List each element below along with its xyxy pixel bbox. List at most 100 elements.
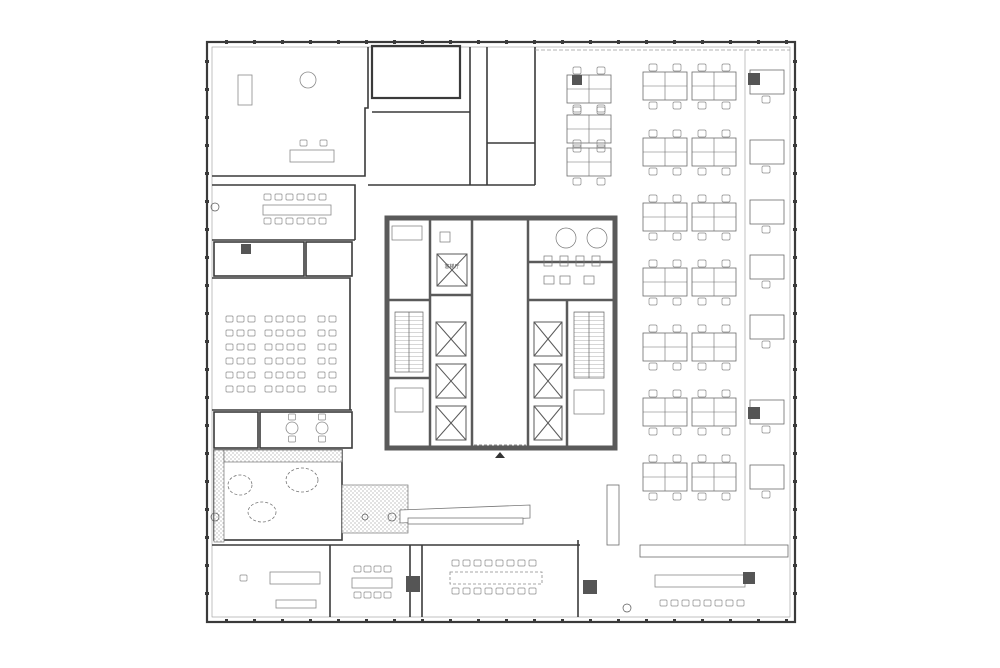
column	[337, 40, 340, 44]
column	[205, 424, 209, 427]
chair	[318, 217, 327, 225]
chair	[328, 371, 337, 379]
central-core: 客梯厅	[384, 215, 618, 458]
workstation-cluster	[566, 139, 612, 186]
column	[793, 172, 797, 175]
column	[757, 619, 760, 623]
chair	[517, 559, 526, 567]
chair	[572, 104, 582, 113]
chair	[761, 340, 771, 349]
chair	[236, 371, 245, 379]
column	[393, 619, 396, 623]
chair	[307, 217, 316, 225]
chair	[296, 193, 305, 201]
chair	[672, 63, 682, 72]
chair	[264, 329, 273, 337]
column	[205, 172, 209, 175]
chair	[297, 385, 306, 393]
chair	[495, 559, 504, 567]
column	[205, 396, 209, 399]
chair	[353, 565, 362, 573]
chair	[328, 343, 337, 351]
column	[205, 116, 209, 119]
workstation-cluster	[566, 66, 612, 113]
chair	[297, 371, 306, 379]
chair	[648, 297, 658, 306]
dark-fixtures	[241, 73, 760, 594]
chair	[648, 389, 658, 398]
chair	[239, 574, 248, 582]
workstation-cluster	[691, 324, 737, 371]
column	[793, 396, 797, 399]
column	[309, 40, 312, 44]
chair	[697, 101, 707, 110]
office-desk	[749, 254, 785, 280]
chair	[275, 315, 284, 323]
chair	[383, 565, 392, 573]
chair	[328, 315, 337, 323]
column	[337, 619, 340, 623]
column	[793, 480, 797, 483]
chair	[247, 371, 256, 379]
column	[205, 284, 209, 287]
chair	[236, 329, 245, 337]
elevator-lobby-label: 客梯厅	[444, 263, 459, 270]
column	[393, 40, 396, 44]
chair	[264, 315, 273, 323]
chair	[672, 427, 682, 436]
chair	[225, 343, 234, 351]
chair	[697, 324, 707, 333]
column	[205, 368, 209, 371]
chair	[225, 371, 234, 379]
chair	[697, 492, 707, 501]
column	[673, 40, 676, 44]
chair	[225, 357, 234, 365]
column	[205, 88, 209, 91]
outer-walls	[205, 40, 797, 624]
column	[505, 40, 508, 44]
chair	[721, 492, 731, 501]
chair	[697, 454, 707, 463]
chair	[672, 297, 682, 306]
chair	[296, 217, 305, 225]
chair	[528, 587, 537, 595]
chair	[648, 63, 658, 72]
chair	[721, 167, 731, 176]
desk	[237, 74, 253, 106]
chair	[648, 167, 658, 176]
chair	[247, 343, 256, 351]
chair	[721, 324, 731, 333]
chair	[363, 591, 372, 599]
column	[205, 564, 209, 567]
chair	[714, 599, 723, 607]
workstation-cluster	[691, 194, 737, 241]
perimeter-columns	[205, 40, 797, 623]
chair	[697, 194, 707, 203]
chair	[328, 385, 337, 393]
chair	[736, 599, 745, 607]
chair	[648, 454, 658, 463]
chair	[672, 101, 682, 110]
column	[309, 619, 312, 623]
chair	[692, 599, 701, 607]
chair	[264, 357, 273, 365]
chair	[572, 144, 582, 153]
column	[253, 40, 256, 44]
chair	[506, 587, 515, 595]
column	[561, 40, 564, 44]
chair	[263, 193, 272, 201]
chair	[225, 315, 234, 323]
chair	[721, 63, 731, 72]
chair	[721, 259, 731, 268]
workstation-layer	[535, 49, 790, 558]
chair	[317, 329, 326, 337]
chair	[275, 385, 284, 393]
workstation-cluster	[642, 63, 688, 110]
chair	[318, 435, 326, 443]
chair	[672, 454, 682, 463]
column	[365, 40, 368, 44]
column	[729, 40, 732, 44]
pantry-counter	[654, 574, 746, 588]
chair	[353, 591, 362, 599]
workstation-cluster	[642, 389, 688, 436]
